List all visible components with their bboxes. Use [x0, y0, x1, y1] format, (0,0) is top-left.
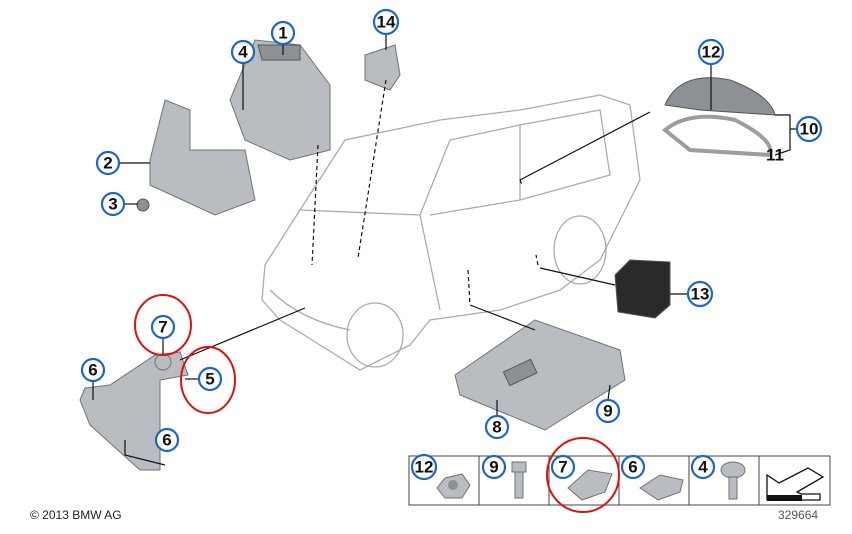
callout-6-top: 6 — [80, 357, 106, 383]
callout-7: 7 — [150, 314, 176, 340]
callout-label: 8 — [492, 418, 501, 437]
callout-10: 10 — [795, 115, 823, 143]
callout-label: 14 — [377, 13, 396, 32]
callout-4: 4 — [230, 39, 256, 65]
callout-2: 2 — [95, 150, 121, 176]
callout-label: 3 — [108, 195, 117, 214]
torx-screw-icon — [720, 461, 746, 479]
red-annotation-circle-5 — [180, 346, 236, 414]
callout-1: 1 — [270, 20, 296, 46]
callout-label: 11 — [766, 146, 784, 165]
callout-label: 12 — [702, 43, 721, 62]
callout-label: 2 — [103, 154, 112, 173]
strip-label: 12 — [415, 458, 434, 477]
callout-13: 13 — [686, 280, 714, 308]
red-annotation-circle-7 — [134, 294, 192, 356]
strip-item-6: 6 — [620, 454, 684, 501]
callout-14: 14 — [372, 8, 400, 36]
callout-5: 5 — [197, 366, 223, 392]
screw-part-3 — [136, 198, 150, 212]
callout-9: 9 — [595, 398, 621, 424]
diagram-number: 329664 — [778, 508, 818, 522]
callout-8: 8 — [484, 414, 510, 440]
bracket-part-5 — [79, 351, 189, 471]
control-unit-part-13 — [614, 259, 671, 319]
callout-6-bottom: 6 — [154, 427, 180, 453]
callout-label: 7 — [158, 318, 167, 337]
clip-nut-icon — [567, 469, 613, 501]
plate-opening — [502, 358, 538, 387]
bracket-part-1 — [229, 39, 331, 161]
clip-part-7-on-bracket — [154, 353, 172, 371]
callout-label: 6 — [162, 431, 171, 450]
direction-arrow-icon — [766, 467, 825, 501]
callout-label: 13 — [691, 285, 710, 304]
callout-label: 9 — [603, 402, 612, 421]
strip-item-7: 7 — [550, 454, 613, 501]
strip-label: 4 — [698, 458, 708, 477]
strip-item-12: 12 — [410, 453, 471, 499]
callout-label: 5 — [205, 370, 214, 389]
strip-item-4: 4 — [690, 454, 746, 500]
callout-label: 1 — [278, 24, 287, 43]
red-annotation-circle-strip-7 — [546, 437, 620, 513]
car-illustration — [261, 94, 641, 371]
callout-11: 11 — [766, 146, 784, 165]
hardware-strip: 12 9 7 6 4 — [408, 453, 831, 506]
carrier-part-2 — [149, 99, 256, 216]
strip-label: 6 — [628, 458, 637, 477]
strip-label: 7 — [558, 458, 567, 477]
holder-part-14 — [364, 44, 401, 91]
callout-label: 10 — [800, 120, 819, 139]
hex-bolt-icon — [511, 461, 527, 473]
leader-lines — [92, 33, 797, 466]
copyright-text: © 2013 BMW AG — [30, 508, 122, 522]
callout-3: 3 — [100, 191, 126, 217]
strip-item-9: 9 — [481, 454, 527, 499]
spring-nut-icon — [639, 474, 684, 501]
bracket-part-1-strap — [257, 44, 301, 61]
antenna-cover-part-12 — [664, 77, 776, 116]
callout-12-top: 12 — [697, 38, 725, 66]
callout-label: 6 — [88, 361, 97, 380]
callout-label: 4 — [238, 43, 248, 62]
strip-label: 9 — [489, 458, 498, 477]
gasket-part-11 — [661, 114, 773, 158]
